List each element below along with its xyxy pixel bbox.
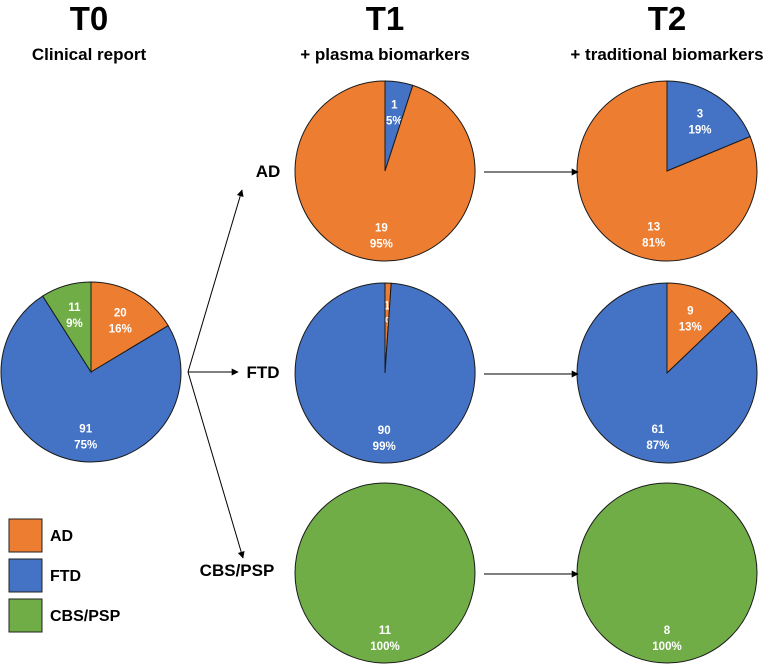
pie-t2-ad-slice-ftd [666,80,751,172]
row-label-ad: AD [256,162,281,181]
legend-swatch-ftd [8,558,43,593]
pie-t2-ftd-slice-ftd [576,282,758,464]
pie-t1-cbs-slice-cbs-psp [294,482,476,664]
legend-swatch-cbs-psp [8,598,43,633]
legend-label-ftd: FTD [50,568,81,585]
pie-t1-ftd-slice-ftd [294,282,476,464]
legend: AD FTD CBS/PSP [8,518,121,633]
arrow-t0-to-ad [187,189,244,373]
header-t0-subtitle: Clinical report [32,45,147,64]
header-t0-title: T0 [70,0,109,37]
pie-t0-slice-cbs-psp [42,281,92,374]
pie-t2-ad-slice-ad [576,80,758,262]
legend-label-ad: AD [50,528,73,545]
row-label-ftd: FTD [246,363,279,382]
pie-t2-ftd-slice-ad [666,282,733,375]
header-t2-subtitle: + traditional biomarkers [570,45,763,64]
pie-t0-slice-ftd [0,295,182,463]
header-t1-subtitle: + plasma biomarkers [300,45,470,64]
row-label-cbs-psp: CBS/PSP [200,561,275,580]
pie-t0-slice-ad [90,281,169,373]
pie-t1-ad-slice-ad [294,80,476,262]
arrow-t0-to-cbs [187,371,245,559]
header-t1-title: T1 [366,0,405,37]
header-t2-title: T2 [648,0,687,37]
legend-swatch-ad [8,518,43,553]
legend-label-cbs-psp: CBS/PSP [50,608,121,625]
